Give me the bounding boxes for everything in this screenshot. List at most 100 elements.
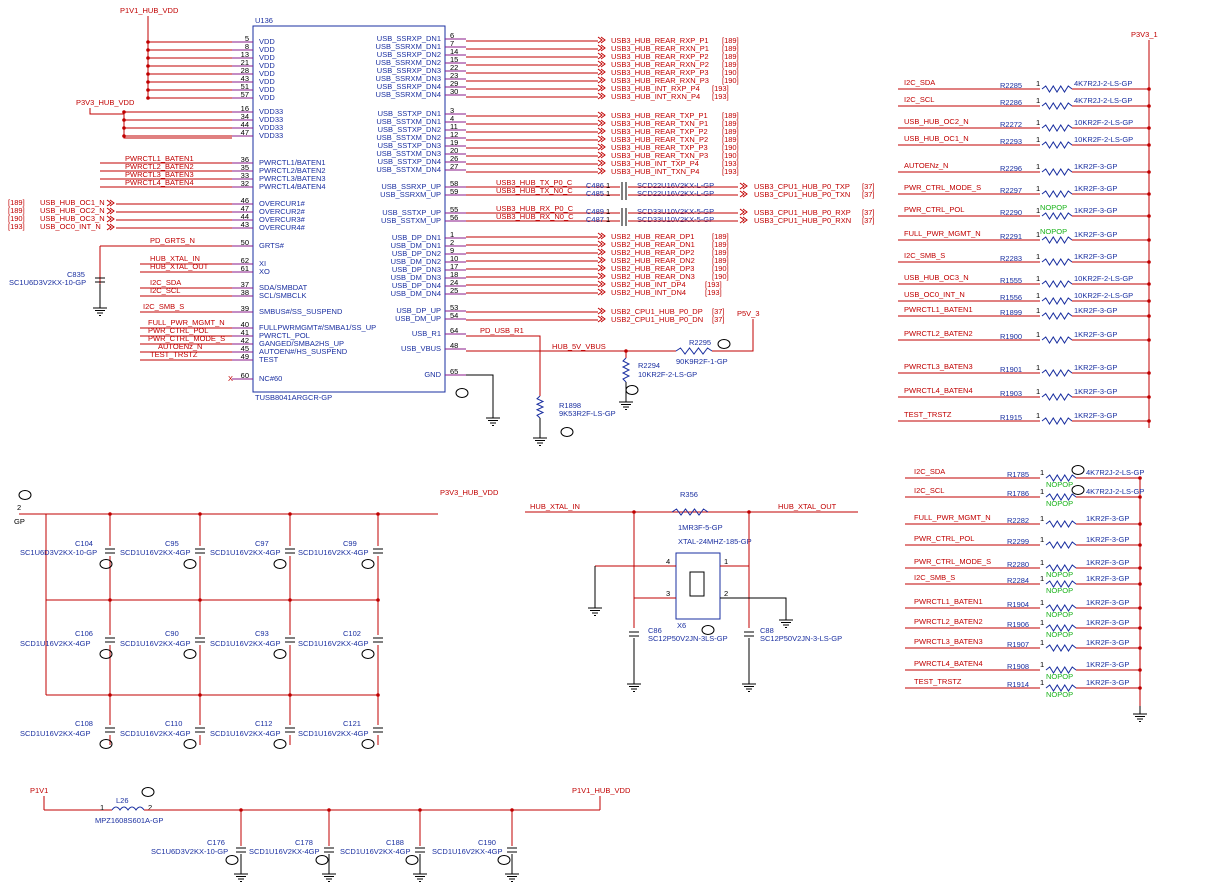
r2295-resistor-icon <box>675 347 713 355</box>
chip-left-pin-name: GRTS# <box>259 241 285 250</box>
pin-number: 1 <box>606 189 610 198</box>
junction-dot <box>1138 566 1142 570</box>
junction-dot <box>1138 606 1142 610</box>
resistor-ref: R1907 <box>1007 640 1029 649</box>
net-label: I2C_SCL <box>914 486 944 495</box>
offpage-connector-icon <box>597 264 603 272</box>
chip-left-pin-name: GANGED/SMBA2HS_UP <box>259 339 344 348</box>
offpage-connector-icon <box>597 272 603 280</box>
net-label: USB3_CPU1_HUB_P0_TXP <box>754 182 850 191</box>
offpage-connector-icon <box>739 216 745 224</box>
junction-dot <box>1147 419 1151 423</box>
net-label: I2C_SMB_S <box>914 573 955 582</box>
resistor-part: 10KR2F-2-LS-GP <box>638 370 697 379</box>
chip-right-pin-name: USB_SSTXP_DN3 <box>378 141 441 150</box>
chip-left-pin-number: 44 <box>241 120 249 129</box>
net-label: PWR_CTRL_MODE_S <box>148 334 225 343</box>
pin-number: 2 <box>724 589 728 598</box>
net-label: FULL_PWR_MGMT_N <box>914 513 991 522</box>
chip-right-pin-number: 22 <box>450 63 458 72</box>
page-ref: [189] <box>712 256 729 265</box>
chip-left-pin-number: 45 <box>241 344 249 353</box>
net-label: USB3_HUB_INT_TXN_P4 <box>611 167 699 176</box>
offpage-connector-icon <box>600 60 606 68</box>
pin-number: 2 <box>17 503 21 512</box>
resistor-ref: R2291 <box>1000 232 1022 241</box>
green-part-icon <box>1071 485 1085 495</box>
offpage-connector-icon <box>597 60 603 68</box>
junction-dot <box>146 96 150 100</box>
offpage-connector-icon <box>109 207 115 215</box>
nopop-flag: NOPOP <box>1040 203 1067 212</box>
cap-part: SCD22U16V2KX-L-GP <box>637 189 714 198</box>
page-ref: [37] <box>862 208 875 217</box>
page-ref: [189] <box>722 119 739 128</box>
chip-right-pin-name: USB_SSRXM_DN2 <box>376 58 441 67</box>
nopop-flag: NOPOP <box>1046 570 1073 579</box>
offpage-connector-icon <box>600 232 606 240</box>
net-label: AUTOENz_N <box>158 342 202 351</box>
green-part-icon <box>405 855 419 865</box>
capacitor-icon <box>236 847 246 853</box>
net-label: FULL_PWR_MGMT_N <box>904 229 981 238</box>
cap-ref: C99 <box>343 539 357 548</box>
chip-right-pin-number: 26 <box>450 154 458 163</box>
net-label: USB3_CPU1_HUB_P0_RXP <box>754 208 851 217</box>
cap-ref: C486 <box>586 181 604 190</box>
net-label: USB3_HUB_REAR_TXN_P3 <box>611 151 708 160</box>
junction-dot <box>108 512 112 516</box>
offpage-connector-icon <box>597 52 603 60</box>
net-label: USB_HUB_OC1_N <box>904 134 969 143</box>
offpage-connector-icon <box>739 182 745 190</box>
inductor-ref: L26 <box>116 796 129 805</box>
junction-dot <box>122 118 126 122</box>
resistor-ref: R1786 <box>1007 489 1029 498</box>
cap-ref: C104 <box>75 539 93 548</box>
offpage-connector-icon <box>600 315 606 323</box>
junction-dot <box>1147 214 1151 218</box>
net-label: I2C_SDA <box>904 78 935 87</box>
net-label: USB_HUB_OC1_N <box>40 198 105 207</box>
net-label: USB2_CPU1_HUB_P0_DP <box>611 307 703 316</box>
resistor-part: 10KR2F-2-LS-GP <box>1074 118 1133 127</box>
net-label: USB2_HUB_REAR_DN3 <box>611 272 695 281</box>
nopop-flag: NOPOP <box>1046 499 1073 508</box>
resistor-part: 1MR3F-5-GP <box>678 523 723 532</box>
resistor-part: 4K7R2J-2-LS-GP <box>1074 96 1132 105</box>
chip-part-number: TUSB8041ARGCR-GP <box>255 393 332 402</box>
offpage-connector-icon <box>600 36 606 44</box>
cap-part: SCD1U16V2KX-4GP <box>249 847 319 856</box>
offpage-connector-icon <box>742 216 748 224</box>
offpage-connector-icon <box>600 111 606 119</box>
net-label: USB2_HUB_REAR_DP2 <box>611 248 694 257</box>
rail-label: P3V3_HUB_VDD <box>440 488 499 497</box>
net-label: I2C_SMB_S <box>143 302 184 311</box>
chip-right-pin-number: 3 <box>450 106 454 115</box>
page-ref: [37] <box>712 315 725 324</box>
junction-dot <box>146 88 150 92</box>
net-label: I2C_SCL <box>904 95 934 104</box>
resistor-ref: R2280 <box>1007 560 1029 569</box>
cap-part: SCD1U16V2KX-4GP <box>298 548 368 557</box>
chip-right-pin-number: 20 <box>450 146 458 155</box>
offpage-connector-icon <box>739 190 745 198</box>
gp-label: GP <box>14 517 25 526</box>
resistor-ref: R356 <box>680 490 698 499</box>
wire <box>466 374 494 410</box>
pin-number: 2 <box>148 803 152 812</box>
crystal-ref: X6 <box>677 621 686 630</box>
cap-part: SCD1U16V2KX-4GP <box>120 639 190 648</box>
cap-ref: C110 <box>165 719 182 728</box>
resistor-part: 10KR2F-2-LS-GP <box>1074 291 1133 300</box>
chip-right-pin-name: GND <box>424 370 441 379</box>
chip-left-pin-name: XI <box>259 259 266 268</box>
crystal-part: XTAL-24MHZ-185-GP <box>678 537 752 546</box>
chip-left-pin-number: 13 <box>241 50 249 59</box>
offpage-connector-icon <box>597 167 603 175</box>
nopop-flag: NOPOP <box>1046 630 1073 639</box>
chip-left-pin-name: OVERCUR3# <box>259 215 306 224</box>
ground-symbol-icon <box>234 866 248 882</box>
junction-dot <box>288 693 292 697</box>
chip-left-pin-number: 5 <box>245 34 249 43</box>
junction-dot <box>1147 104 1151 108</box>
